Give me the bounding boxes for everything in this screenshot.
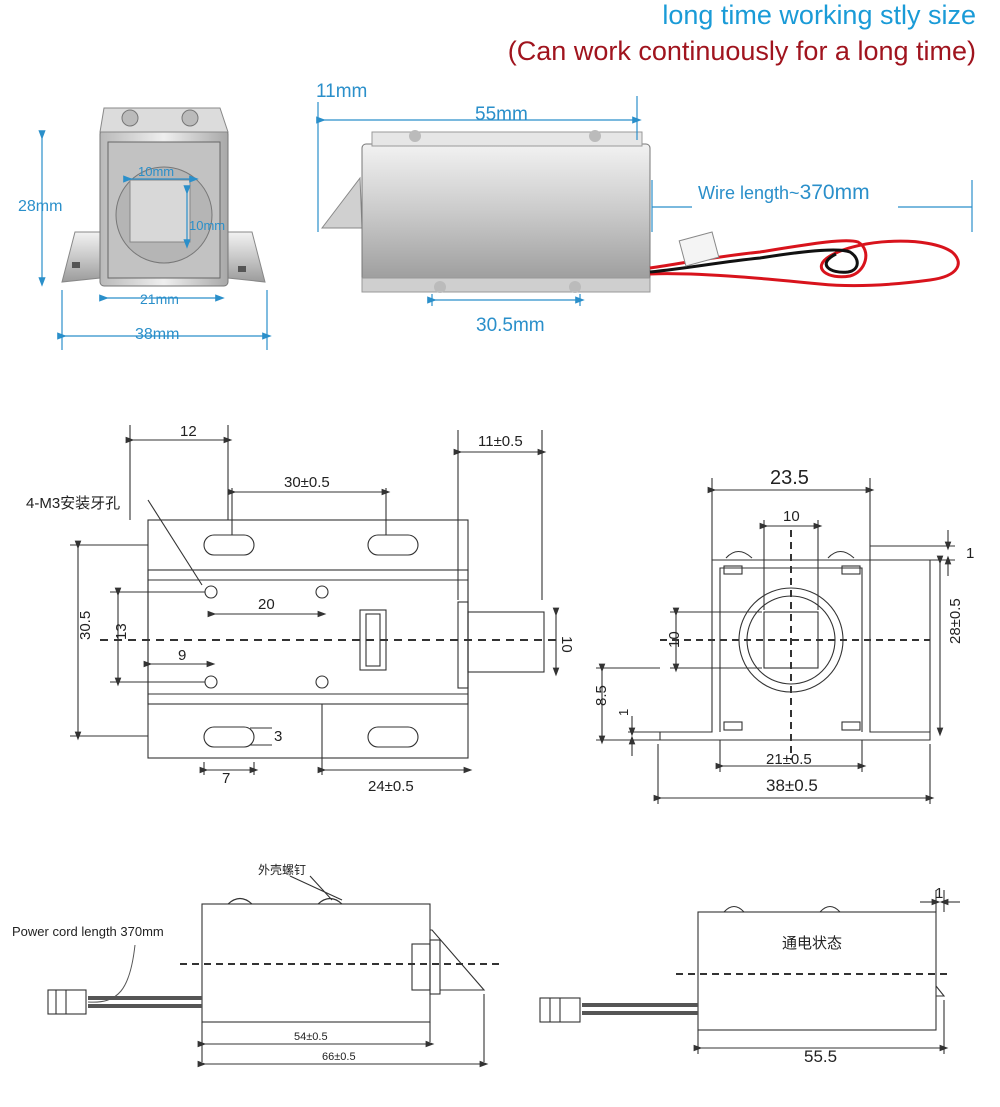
screw-label: 外壳螺钉 xyxy=(258,863,306,877)
dim-12: 12 xyxy=(180,423,197,440)
wire-connector xyxy=(678,231,720,267)
drawing-end-view xyxy=(596,478,955,804)
drawing-side-right xyxy=(539,890,960,1054)
dim-1-right: 1 xyxy=(935,885,943,902)
dim-21-0-5: 21±0.5 xyxy=(766,751,812,768)
photo-front-dimensions xyxy=(38,130,272,350)
dim-1-top: 1 xyxy=(966,545,974,562)
dim-8-5: 8.5 xyxy=(593,685,610,706)
power-cord-label: Power cord length 370mm xyxy=(12,924,164,939)
dim-28mm: 28mm xyxy=(18,198,62,215)
photo-front-view xyxy=(61,107,266,287)
dim-24-0-5: 24±0.5 xyxy=(368,778,414,795)
dim-10mm-w: 10mm xyxy=(138,164,174,179)
dim-10-top: 10 xyxy=(783,508,800,525)
drawing-side-left xyxy=(47,875,500,1068)
dim-3: 3 xyxy=(274,728,282,745)
dim-30-5mm: 30.5mm xyxy=(476,315,545,336)
dim-10-plunger: 10 xyxy=(558,636,575,653)
dim-9: 9 xyxy=(178,647,186,664)
dim-28-0-5: 28±0.5 xyxy=(947,598,964,644)
powered-state-label: 通电状态 xyxy=(782,935,842,952)
dim-11-0-5: 11±0.5 xyxy=(478,433,523,450)
dim-55mm: 55mm xyxy=(475,104,528,125)
dim-7: 7 xyxy=(222,770,230,787)
dim-10mm-h: 10mm xyxy=(189,218,225,233)
photo-side-dimensions xyxy=(316,96,973,306)
dim-54-0-5: 54±0.5 xyxy=(294,1031,328,1043)
dim-38mm: 38mm xyxy=(135,326,179,343)
dim-13: 13 xyxy=(113,623,130,640)
photo-side-view xyxy=(320,130,651,293)
dim-20: 20 xyxy=(258,596,275,613)
dim-30-0-5: 30±0.5 xyxy=(284,474,330,491)
dim-23-5: 23.5 xyxy=(770,467,809,489)
dim-1-left: 1 xyxy=(616,709,631,716)
drawing-top-view xyxy=(70,425,560,775)
header-subtitle: (Can work continuously for a long time) xyxy=(507,36,976,66)
dim-10-left: 10 xyxy=(666,631,683,648)
wire-length-label: Wire length~370mm xyxy=(698,181,870,204)
header-title: long time working stly size xyxy=(662,0,976,30)
photo-wires xyxy=(649,239,960,288)
dim-55-5: 55.5 xyxy=(804,1047,837,1066)
thread-label: 4-M3安装牙孔 xyxy=(26,495,120,512)
dim-11mm: 11mm xyxy=(316,81,367,102)
dim-30-5: 30.5 xyxy=(77,611,94,640)
dim-38-0-5: 38±0.5 xyxy=(766,776,818,795)
dim-66-0-5: 66±0.5 xyxy=(322,1051,356,1063)
dim-21mm: 21mm xyxy=(140,291,179,307)
